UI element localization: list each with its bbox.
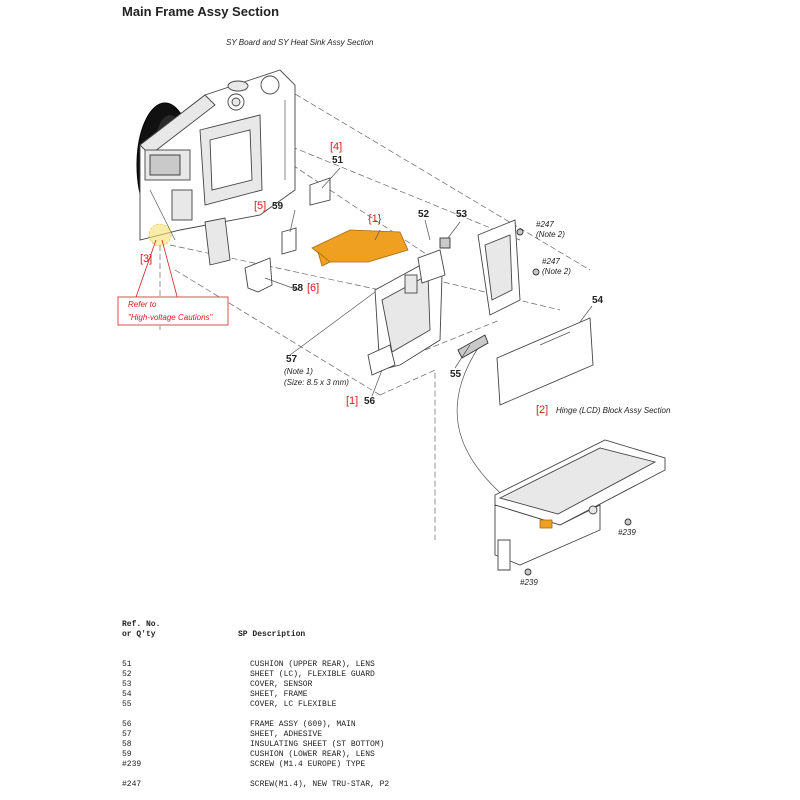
ref-no-cell: 53 xyxy=(122,680,132,689)
screw-247-note-b: (Note 2) xyxy=(542,267,571,276)
size-label: (Size: 8.5 x 3 mm) xyxy=(284,378,349,387)
label-52: 52 xyxy=(418,209,430,220)
screw-icon xyxy=(524,568,532,576)
ref-no-cell: #247 xyxy=(122,780,142,789)
label-58: 58 xyxy=(292,283,304,294)
part-58-shape xyxy=(244,257,273,293)
table-header-ref-2: or Q'ty xyxy=(122,630,156,639)
ref-no-cell: 55 xyxy=(122,700,132,709)
label-59: 59 xyxy=(272,201,284,212)
lc-flexible-cover-55 xyxy=(457,334,489,359)
screw-icon xyxy=(516,228,524,236)
table-row: 55 COVER, LC FLEXIBLE xyxy=(122,700,762,710)
screw-icon xyxy=(624,518,632,526)
lcd-hinge-block xyxy=(494,439,666,571)
screw-239-label-b: #239 xyxy=(520,578,538,587)
table-row: 53 COVER, SENSOR xyxy=(122,680,762,690)
table-row: 52 SHEET (LC), FLEXIBLE GUARD xyxy=(122,670,762,680)
ref-no-cell: 59 xyxy=(122,750,132,759)
refer-to-label: Refer to xyxy=(128,300,157,309)
ref-no-cell: 57 xyxy=(122,730,132,739)
description-cell: SHEET, FRAME xyxy=(250,690,308,699)
page-title: Main Frame Assy Section xyxy=(122,4,280,19)
cushion-parts xyxy=(204,177,331,293)
description-cell: COVER, SENSOR xyxy=(250,680,313,689)
frame-sheet-54 xyxy=(496,317,594,406)
table-header-desc: Description xyxy=(252,630,306,639)
description-cell: CUSHION (UPPER REAR), LENS xyxy=(250,660,375,669)
table-group-1: 51 CUSHION (UPPER REAR), LENS 52 SHEET (LC)… xyxy=(122,660,762,710)
tag-5: [5] xyxy=(254,200,266,212)
screws xyxy=(516,228,632,576)
tag-2: [2] xyxy=(536,404,548,416)
tag-4: [4] xyxy=(330,141,342,153)
screw-247-note-a: (Note 2) xyxy=(536,230,565,239)
description-cell: SHEET, ADHESIVE xyxy=(250,730,323,739)
label-56: 56 xyxy=(364,396,376,407)
description-cell: INSULATING SHEET (ST BOTTOM) xyxy=(250,740,385,749)
ref-no-cell: 56 xyxy=(122,720,132,729)
ref-no-cell: 51 xyxy=(122,660,132,669)
section-sy-label: SY Board and SY Heat Sink Assy Section xyxy=(226,38,374,47)
tag-3: [3] xyxy=(140,253,152,265)
note-1-label: (Note 1) xyxy=(284,367,313,376)
tag-1: [1] xyxy=(346,395,358,407)
screw-247-label-b: #247 xyxy=(542,257,560,266)
flexible-guard-sheet xyxy=(311,229,409,267)
tag-6: [6] xyxy=(307,282,319,294)
description-cell: CUSHION (LOWER REAR), LENS xyxy=(250,750,375,759)
label-57: 57 xyxy=(286,354,298,365)
screw-247-label-a: #247 xyxy=(536,220,554,229)
high-voltage-marker: Refer to "High-voltage Cautions" xyxy=(117,223,229,326)
description-cell: FRAME ASSY (609), MAIN xyxy=(250,720,356,729)
table-row: 57 SHEET, ADHESIVE xyxy=(122,730,762,740)
description-cell: SHEET (LC), FLEXIBLE GUARD xyxy=(250,670,375,679)
screw-icon xyxy=(532,268,540,276)
camera-body xyxy=(136,69,296,241)
label-53: 53 xyxy=(456,209,468,220)
ref-no-cell: 54 xyxy=(122,690,132,699)
ref-no-cell: 52 xyxy=(122,670,132,679)
screw-239-label-a: #239 xyxy=(618,528,636,537)
description-cell: SCREW (M1.4 EUROPE) TYPE xyxy=(250,760,366,769)
table-row: #239 SCREW (M1.4 EUROPE) TYPE xyxy=(122,760,762,770)
high-voltage-cautions-label: "High-voltage Cautions" xyxy=(128,313,214,322)
part-59-shape xyxy=(281,227,297,255)
table-header-ref-1: Ref. No. xyxy=(122,620,161,629)
guide-lines xyxy=(159,84,591,540)
section-hinge-label: Hinge (LCD) Block Assy Section xyxy=(556,406,671,415)
table-row: 58 INSULATING SHEET (ST BOTTOM) xyxy=(122,740,762,750)
table-group-3: #247 SCREW(M1.4), NEW TRU-STAR, P2 xyxy=(122,780,762,790)
table-row: 51 CUSHION (UPPER REAR), LENS xyxy=(122,660,762,670)
label-54: 54 xyxy=(592,295,604,306)
tag-1-curly: {1} xyxy=(368,213,382,225)
table-header-sp: SP xyxy=(238,630,248,639)
label-55: 55 xyxy=(450,369,462,380)
bracket-assembly xyxy=(417,219,521,316)
description-cell: SCREW(M1.4), NEW TRU-STAR, P2 xyxy=(250,780,390,789)
leader-lines xyxy=(264,167,593,397)
table-row: 59 CUSHION (LOWER REAR), LENS xyxy=(122,750,762,760)
table-row: #247 SCREW(M1.4), NEW TRU-STAR, P2 xyxy=(122,780,762,790)
label-51: 51 xyxy=(332,155,344,166)
ref-no-cell: 58 xyxy=(122,740,132,749)
description-cell: COVER, LC FLEXIBLE xyxy=(250,700,337,709)
exploded-view-diagram: Refer to "High-voltage Cautions" xyxy=(117,38,671,587)
table-header-row: or Q'ty SP Description xyxy=(122,630,762,640)
table-row: 56 FRAME ASSY (609), MAIN xyxy=(122,720,762,730)
table-row: 54 SHEET, FRAME xyxy=(122,690,762,700)
table-group-2: 56 FRAME ASSY (609), MAIN 57 SHEET, ADHESIV… xyxy=(122,720,762,770)
ref-no-cell: #239 xyxy=(122,760,142,769)
